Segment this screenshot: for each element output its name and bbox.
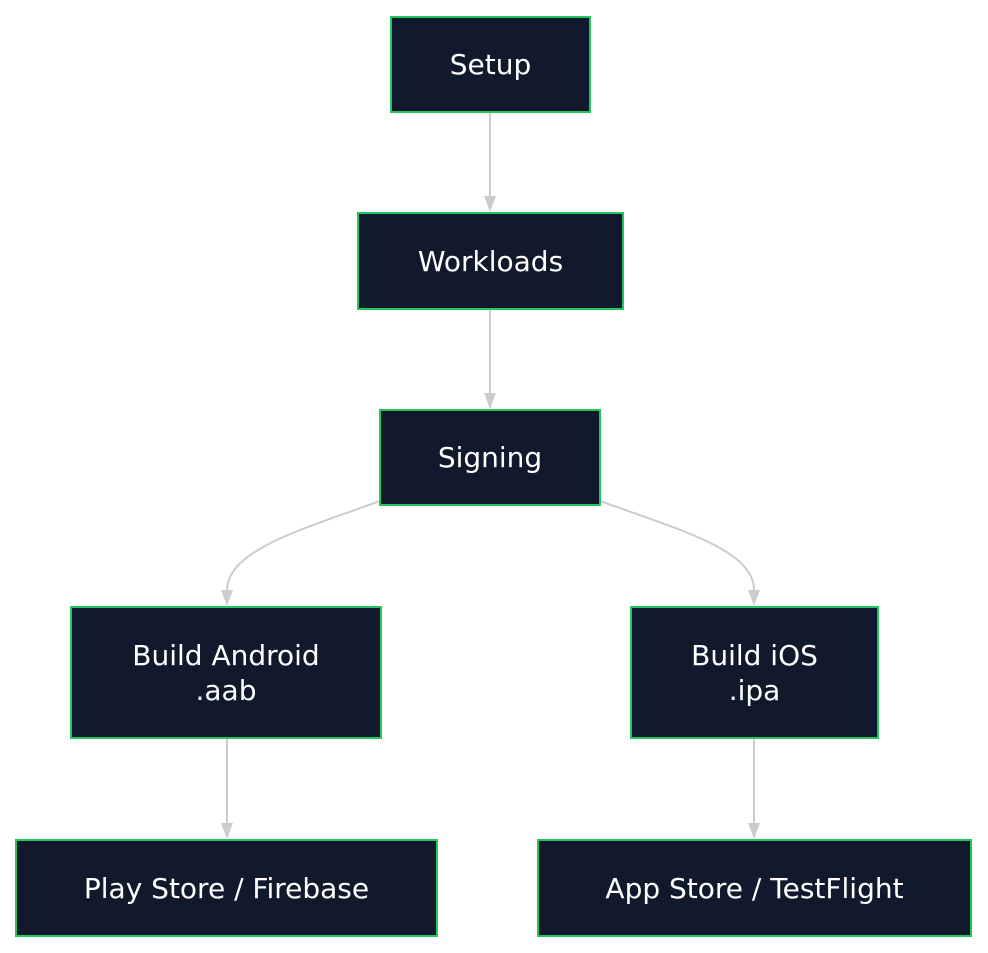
node-play-store: Play Store / Firebase	[15, 839, 438, 937]
node-build-android-artifact: .aab	[195, 673, 257, 707]
node-app-store: App Store / TestFlight	[537, 839, 972, 937]
node-build-android-title: Build Android	[132, 638, 320, 672]
node-build-android: Build Android .aab	[70, 606, 382, 739]
node-build-ios-artifact: .ipa	[728, 673, 781, 707]
node-play-store-label: Play Store / Firebase	[83, 871, 370, 905]
node-build-ios-title: Build iOS	[691, 638, 818, 672]
edge-signing-ios	[599, 500, 760, 606]
edge-signing-android	[221, 500, 381, 606]
node-build-ios: Build iOS .ipa	[630, 606, 879, 739]
node-setup-label: Setup	[449, 48, 532, 81]
node-signing: Signing	[379, 409, 601, 506]
node-signing-label: Signing	[437, 441, 543, 474]
node-app-store-label: App Store / TestFlight	[605, 871, 904, 905]
node-workloads: Workloads	[357, 212, 624, 310]
node-workloads-label: Workloads	[417, 244, 564, 278]
node-setup: Setup	[390, 16, 591, 113]
